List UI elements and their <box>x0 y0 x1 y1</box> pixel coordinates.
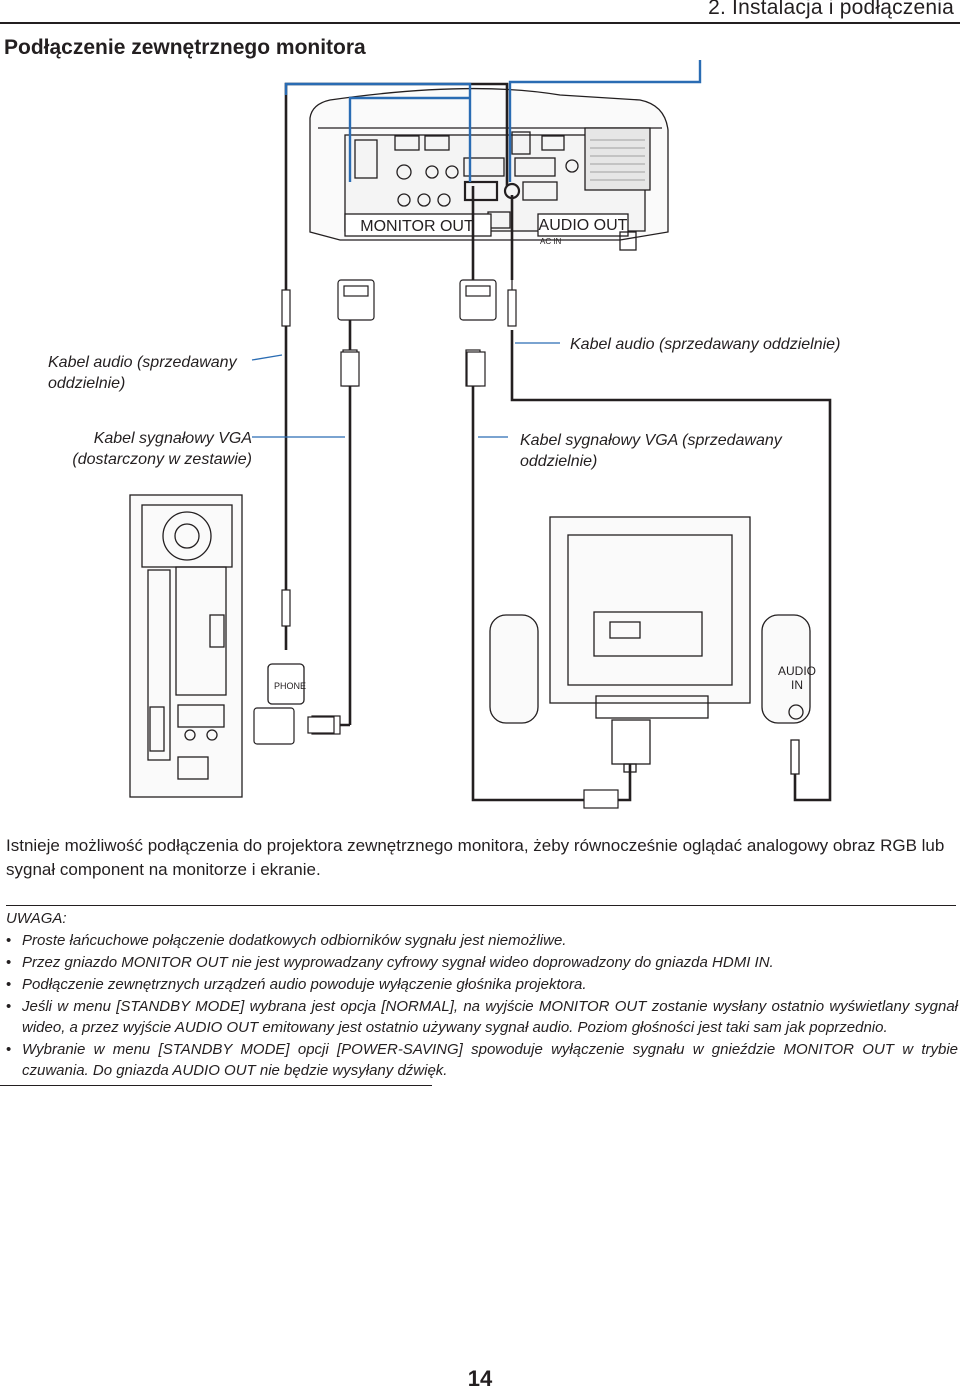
page-number: 14 <box>467 1366 493 1391</box>
audio-plug-left <box>281 275 291 327</box>
note-item: Proste łańcuchowe połączenie dodatkowych… <box>6 930 958 951</box>
intro-paragraph: Istnieje możliwość podłączenia do projek… <box>6 836 945 879</box>
connection-diagram: MONITOR OUT AUDIO OUT AC IN <box>129 60 832 809</box>
label-audio-left: Kabel audio (sprzedawany oddzielnie) <box>48 354 237 392</box>
pc-tower-illustration <box>129 494 243 798</box>
ac-in-label: AC IN <box>540 237 562 246</box>
audio-in-label-line1: AUDIO <box>778 664 816 678</box>
label-vga-left: Kabel sygnałowy VGA (dostarczony w zesta… <box>72 430 252 468</box>
audio-out-port-label: AUDIO OUT <box>539 217 628 234</box>
note-list: Proste łańcuchowe połączenie dodatkowych… <box>6 930 958 1082</box>
monitor-illustration <box>489 516 811 775</box>
pc-audio-plug <box>281 589 291 627</box>
label-vga-right: Kabel sygnałowy VGA (sprzedawany oddziel… <box>520 432 782 470</box>
section-title: Podłączenie zewnętrznego monitora <box>4 36 366 59</box>
pc-phone-port <box>267 663 305 705</box>
note-item: Podłączenie zewnętrznych urządzeń audio … <box>6 974 958 995</box>
note-item: Wybranie w menu [STANDBY MODE] opcji [PO… <box>6 1039 958 1081</box>
note-heading: UWAGA: <box>6 910 67 927</box>
note-rule <box>6 905 956 906</box>
pc-phone-label: PHONE <box>274 681 306 691</box>
highlight-frames <box>284 60 702 182</box>
projector-illustration <box>309 87 669 251</box>
note-end-rule <box>0 1085 432 1086</box>
chapter-title: 2. Instalacja i podłączenia <box>708 0 954 19</box>
audio-in-label-line2: IN <box>791 678 803 692</box>
note-item: Przez gniazdo MONITOR OUT nie jest wypro… <box>6 952 958 973</box>
ferrite-cores <box>307 351 619 809</box>
header-rule <box>0 22 960 24</box>
label-audio-right: Kabel audio (sprzedawany oddzielnie) <box>570 336 841 353</box>
note-item: Jeśli w menu [STANDBY MODE] wybrana jest… <box>6 996 958 1038</box>
monitor-out-port-label: MONITOR OUT <box>360 218 474 235</box>
audio-plug-right <box>507 275 517 327</box>
label-leaders <box>251 342 560 438</box>
